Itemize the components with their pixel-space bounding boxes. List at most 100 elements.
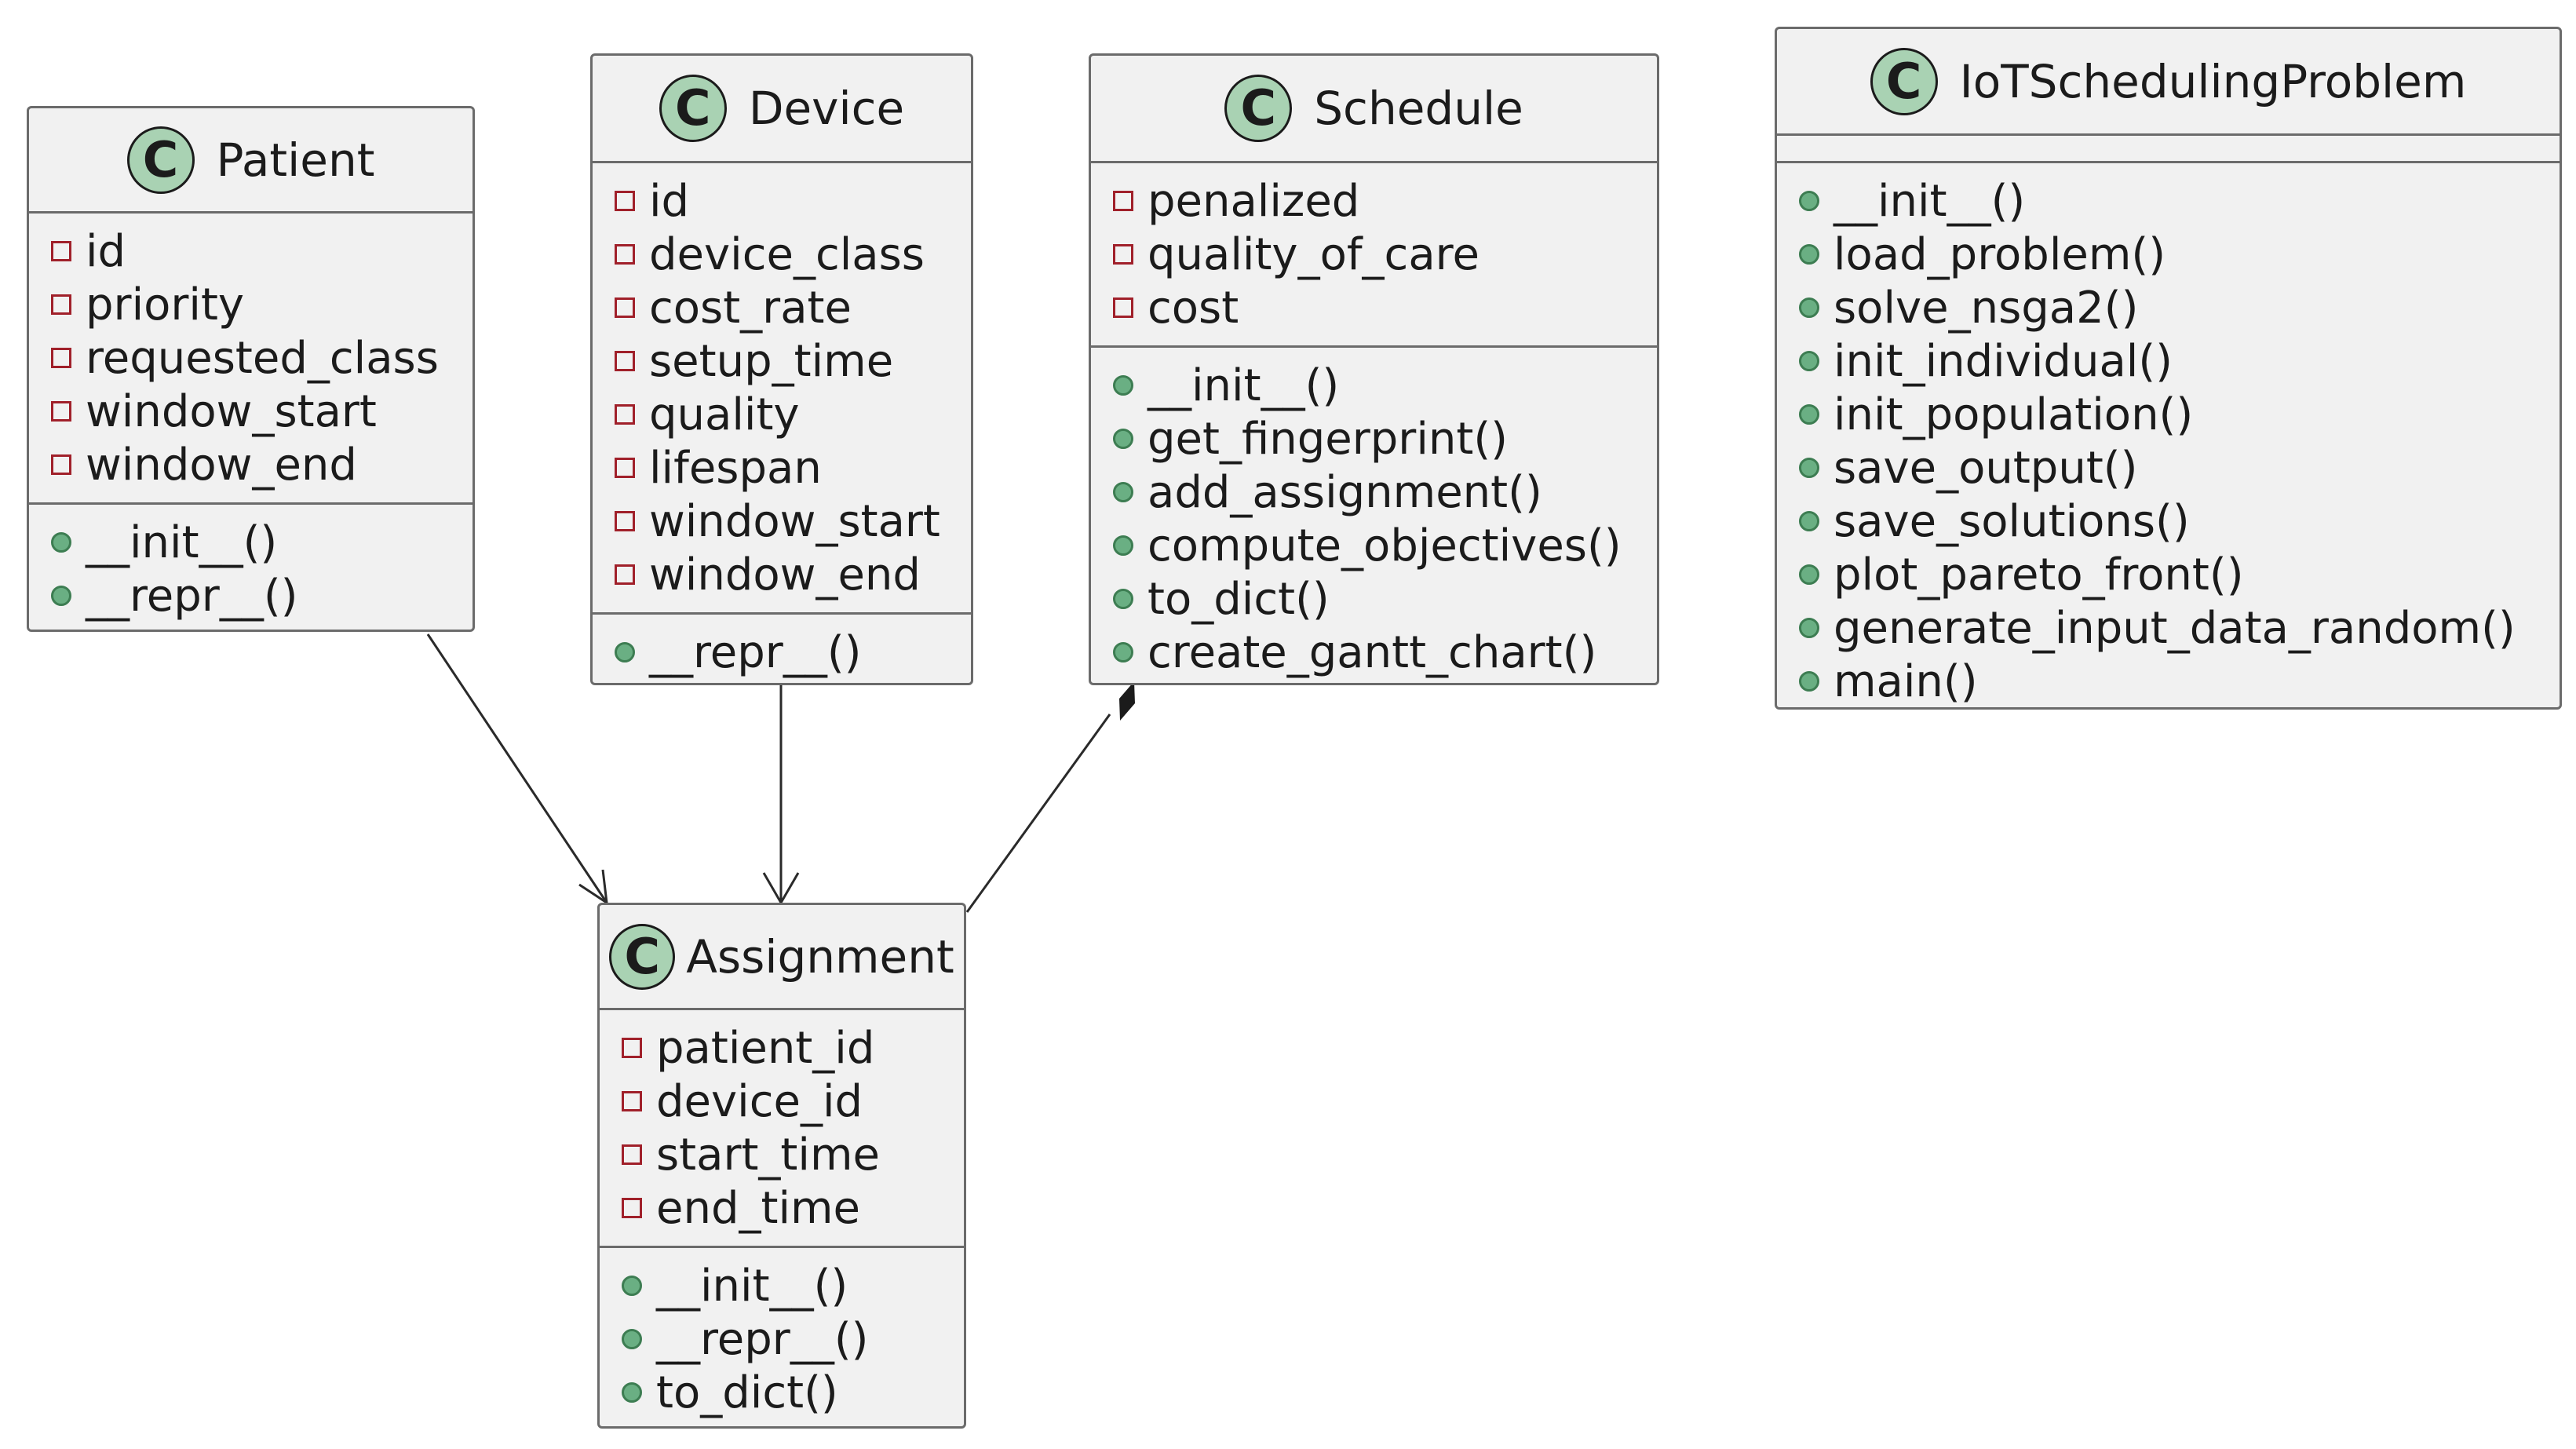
attribute-row: quality — [615, 388, 971, 441]
class-badge-icon: C — [1870, 47, 1938, 115]
operation-name: plot_pareto_front() — [1833, 549, 2244, 600]
operation-row: __repr__() — [622, 1312, 964, 1366]
operation-name: __init__() — [1148, 360, 1340, 411]
public-visibility-icon — [1799, 564, 1819, 585]
attribute-name: quality — [649, 389, 800, 440]
private-visibility-icon — [615, 244, 635, 265]
operation-row: main() — [1799, 655, 2560, 708]
operation-name: add_assignment() — [1148, 466, 1542, 518]
operation-row: __init__() — [622, 1259, 964, 1312]
attribute-row: start_time — [622, 1128, 964, 1181]
operation-row: compute_objectives() — [1113, 519, 1657, 572]
operations-section: __repr__() — [593, 612, 971, 690]
class-badge-icon: C — [609, 923, 676, 990]
class-header: C Patient — [29, 108, 473, 211]
public-visibility-icon — [622, 1382, 642, 1403]
attribute-row: penalized — [1113, 174, 1657, 228]
attribute-row: setup_time — [615, 334, 971, 388]
private-visibility-icon — [1113, 244, 1133, 265]
private-visibility-icon — [615, 351, 635, 371]
attribute-name: id — [86, 225, 126, 277]
operation-name: to_dict() — [1148, 573, 1330, 625]
public-visibility-icon — [1113, 482, 1133, 502]
class-badge-icon: C — [1224, 75, 1293, 142]
operations-section: __init__()get_fingerprint()add_assignmen… — [1091, 345, 1657, 690]
public-visibility-icon — [1799, 351, 1819, 371]
class-header: C Device — [593, 56, 971, 161]
attribute-row: lifespan — [615, 441, 971, 495]
attribute-name: window_start — [86, 385, 377, 437]
attribute-row: id — [615, 174, 971, 228]
operation-row: __repr__() — [51, 569, 473, 622]
attribute-name: end_time — [656, 1182, 861, 1234]
operation-row: to_dict() — [1113, 572, 1657, 626]
attribute-row: id — [51, 224, 473, 278]
class-badge-icon: C — [126, 126, 195, 194]
class-name: Device — [748, 82, 905, 135]
public-visibility-icon — [1113, 429, 1133, 449]
attribute-row: window_end — [51, 438, 473, 491]
operation-name: __repr__() — [656, 1313, 869, 1365]
class-name: Schedule — [1314, 82, 1523, 135]
operations-section: __init__()load_problem()solve_nsga2()ini… — [1777, 161, 2560, 719]
attribute-row: cost_rate — [615, 281, 971, 334]
public-visibility-icon — [615, 642, 635, 662]
operation-row: generate_input_data_random() — [1799, 601, 2560, 655]
operation-name: init_population() — [1833, 389, 2194, 440]
operation-name: create_gantt_chart() — [1148, 626, 1597, 678]
class-name: Assignment — [686, 929, 954, 984]
private-visibility-icon — [622, 1198, 642, 1218]
attribute-row: window_start — [615, 495, 971, 548]
attribute-name: id — [649, 175, 690, 227]
attribute-row: device_class — [615, 228, 971, 281]
attribute-row: requested_class — [51, 331, 473, 385]
private-visibility-icon — [615, 404, 635, 425]
operation-name: __repr__() — [649, 626, 862, 678]
operation-row: solve_nsga2() — [1799, 281, 2560, 334]
private-visibility-icon — [615, 511, 635, 531]
attribute-row: patient_id — [622, 1021, 964, 1075]
operation-row: to_dict() — [622, 1366, 964, 1419]
attribute-name: window_start — [649, 495, 940, 547]
public-visibility-icon — [51, 586, 71, 606]
public-visibility-icon — [622, 1276, 642, 1296]
operation-name: to_dict() — [656, 1367, 838, 1418]
attributes-section — [1777, 133, 2560, 161]
private-visibility-icon — [615, 297, 635, 318]
operation-row: save_solutions() — [1799, 495, 2560, 548]
operation-name: generate_input_data_random() — [1833, 602, 2516, 654]
operation-name: __init__() — [656, 1260, 848, 1312]
attribute-name: cost — [1148, 282, 1239, 334]
attribute-row: cost — [1113, 281, 1657, 334]
operation-row: create_gantt_chart() — [1113, 626, 1657, 679]
attribute-name: device_class — [649, 228, 925, 280]
operation-row: __init__() — [1113, 359, 1657, 412]
public-visibility-icon — [1799, 191, 1819, 211]
public-visibility-icon — [1113, 535, 1133, 556]
class-header: C Assignment — [600, 905, 964, 1008]
class-iot-scheduling-problem[interactable]: C IoTSchedulingProblem __init__()load_pr… — [1775, 27, 2562, 710]
operation-name: __init__() — [1833, 175, 2026, 227]
operation-name: __init__() — [86, 516, 278, 568]
operation-row: __init__() — [1799, 174, 2560, 228]
operation-name: compute_objectives() — [1148, 520, 1622, 571]
private-visibility-icon — [1113, 191, 1133, 211]
attribute-name: patient_id — [656, 1022, 875, 1074]
attribute-name: window_end — [86, 439, 357, 491]
operation-row: load_problem() — [1799, 228, 2560, 281]
private-visibility-icon — [615, 458, 635, 478]
operation-name: main() — [1833, 655, 1978, 707]
attribute-row: window_start — [51, 385, 473, 438]
operation-name: __repr__() — [86, 570, 298, 622]
public-visibility-icon — [1799, 671, 1819, 692]
operation-name: save_output() — [1833, 442, 2138, 494]
operation-name: solve_nsga2() — [1833, 282, 2139, 334]
public-visibility-icon — [1799, 297, 1819, 318]
